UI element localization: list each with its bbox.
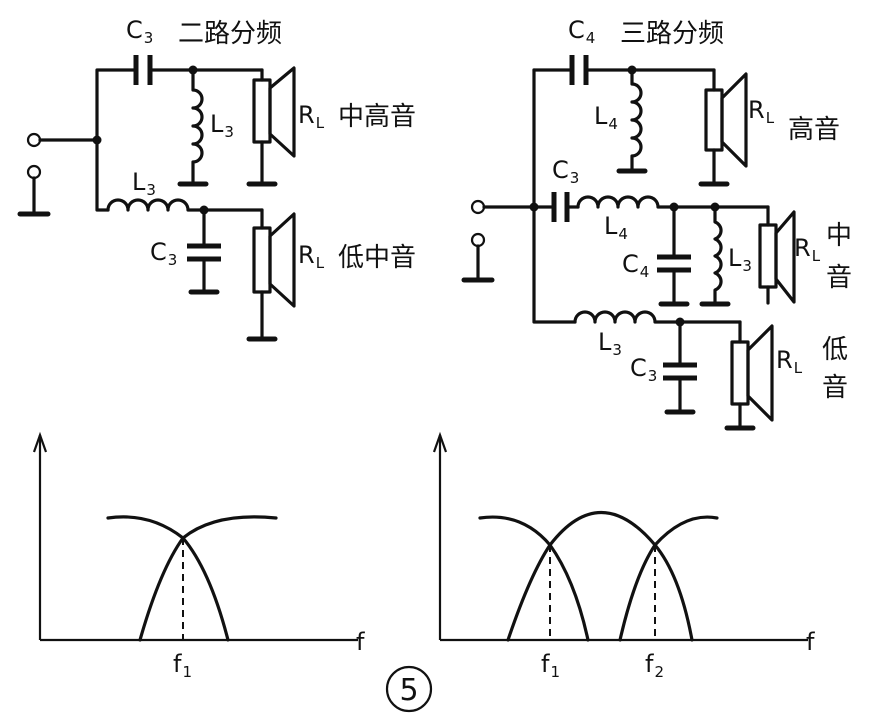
two-way-title-cap: C3 xyxy=(126,16,153,47)
low-band-curve xyxy=(478,515,590,642)
figure-number: 5 xyxy=(385,665,433,713)
series-inductor-l3 xyxy=(106,198,264,212)
label-l4-mid: L4 xyxy=(604,212,628,243)
label-low-2: 音 xyxy=(822,373,848,403)
label-rl-low: RL xyxy=(298,241,325,272)
marker-label-f1-right: f1 xyxy=(541,650,560,681)
high-band-curve xyxy=(618,515,719,642)
speaker-tweeter xyxy=(704,88,724,152)
three-way-title: 三路分频 xyxy=(620,19,724,49)
lowpass-curve xyxy=(106,515,230,642)
two-way-title: 二路分频 xyxy=(178,19,282,49)
input-terminal xyxy=(26,132,42,148)
label-c3-mid: C3 xyxy=(552,156,579,187)
label-c3-low: C3 xyxy=(630,354,657,385)
label-mid-1: 中 xyxy=(826,221,852,251)
parallel-inductor-l3 xyxy=(191,68,204,185)
label-rl-mid: RL xyxy=(794,234,821,265)
three-way-crossover-circuit: C4 三路分频 L4 RL 高音 C3 L4 C4 L3 RL 中 音 L3 C… xyxy=(461,16,852,431)
marker-label-f2: f2 xyxy=(645,650,664,681)
two-way-response-graph: f f1 xyxy=(32,431,365,681)
label-rl-tweeter: RL xyxy=(748,96,775,127)
label-low-mid: 低中音 xyxy=(338,243,416,273)
x-axis-label-left: f xyxy=(356,628,365,656)
x-axis-label-right: f xyxy=(806,628,815,656)
figure-number-text: 5 xyxy=(399,673,418,708)
label-l3-mid: L3 xyxy=(728,244,752,275)
input-terminal-3way xyxy=(470,199,486,215)
mid-band-curve xyxy=(506,511,694,642)
tweeter-inductor-l4 xyxy=(630,68,643,172)
low-inductor-l3 xyxy=(573,310,742,324)
mid-inductor-l4 xyxy=(576,195,770,209)
label-l3-parallel: L3 xyxy=(210,110,234,141)
label-mid-2: 音 xyxy=(826,263,852,293)
mid-inductor-l3 xyxy=(713,205,723,305)
label-rl-high: RL xyxy=(298,101,325,132)
label-c3-shunt: C3 xyxy=(150,238,177,269)
label-c4-mid: C4 xyxy=(622,250,649,281)
speaker-low xyxy=(252,226,272,294)
label-treble: 高音 xyxy=(788,115,840,145)
input-ground-terminal-3way xyxy=(470,232,486,248)
speaker-high xyxy=(252,78,272,144)
three-way-title-cap: C4 xyxy=(568,16,595,47)
label-rl-low-3way: RL xyxy=(776,346,803,377)
label-low-1: 低 xyxy=(822,335,848,365)
speaker-woofer xyxy=(730,340,750,406)
label-l4-tweeter: L4 xyxy=(594,102,618,133)
input-ground-terminal xyxy=(26,164,42,180)
three-way-response-graph: f f1 f2 xyxy=(432,431,815,681)
two-way-crossover-circuit: C3 二路分频 L3 L3 C3 RL 中高音 RL 低中音 xyxy=(17,16,416,342)
label-mid-high: 中高音 xyxy=(338,102,416,132)
speaker-mid xyxy=(758,223,778,289)
marker-label-f1-left: f1 xyxy=(173,650,192,681)
label-l3-low: L3 xyxy=(598,328,622,359)
label-l3-series: L3 xyxy=(132,168,156,199)
